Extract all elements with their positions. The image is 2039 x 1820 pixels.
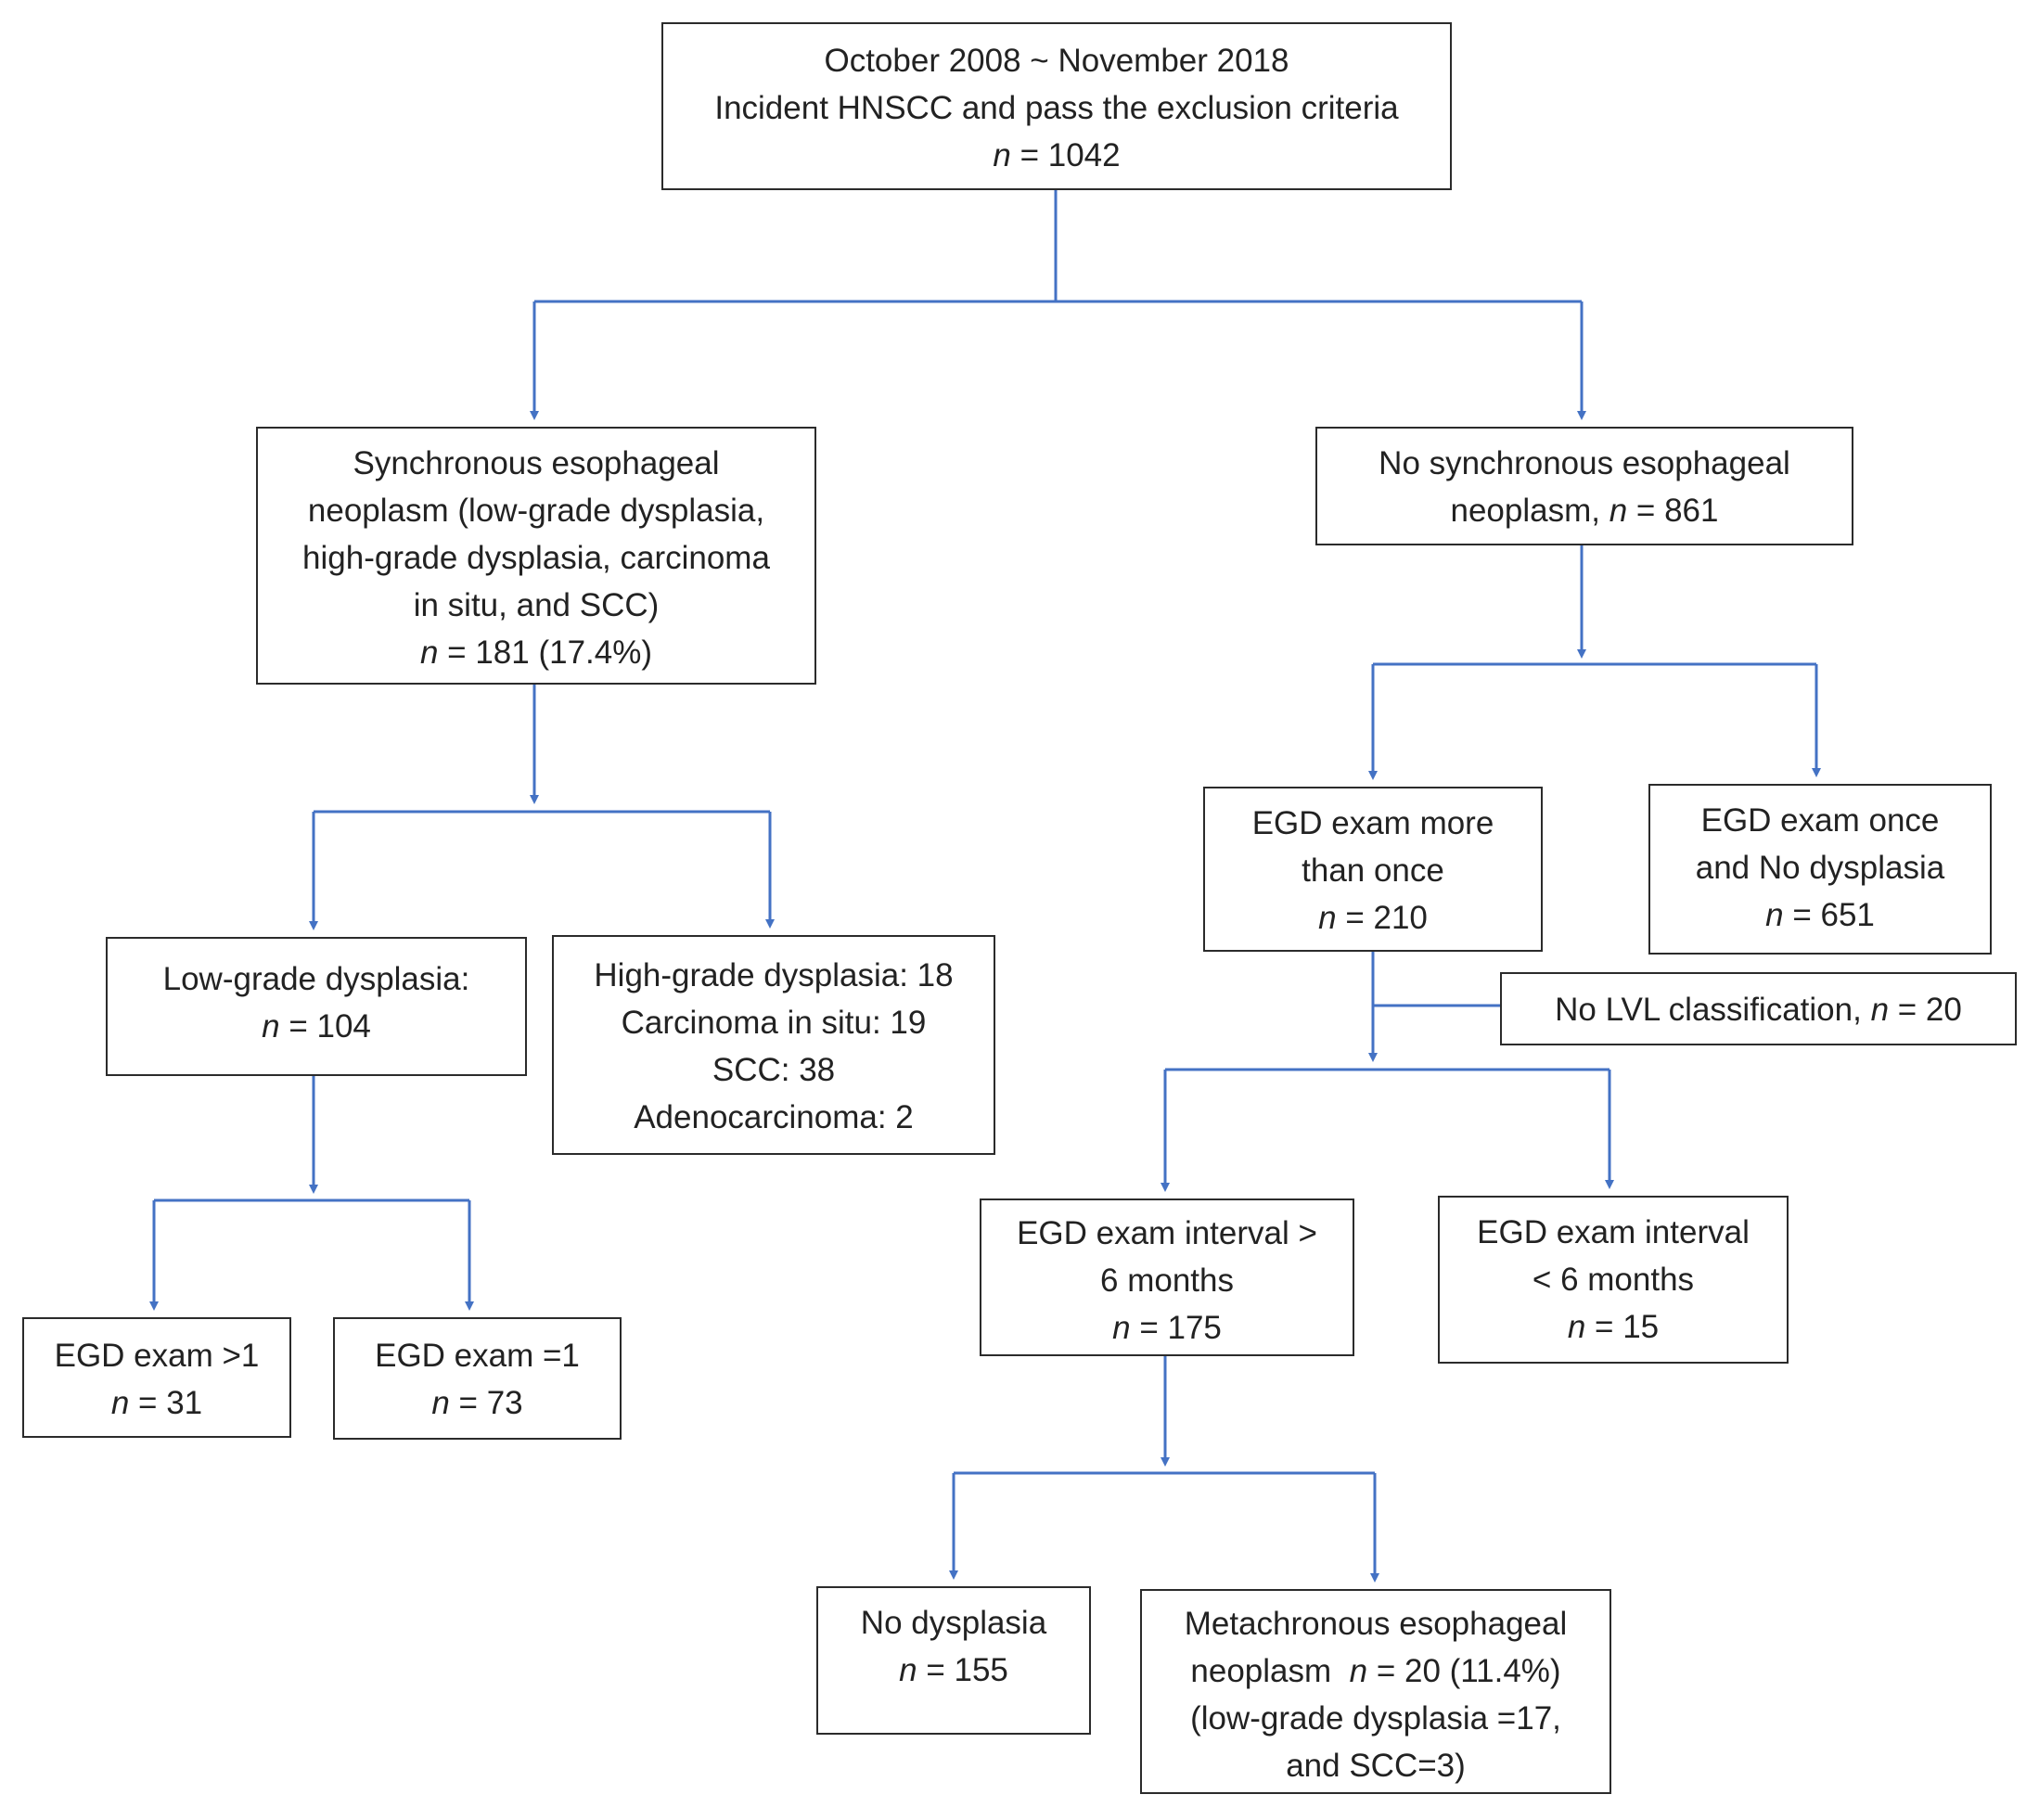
n-symbol: n	[1567, 1309, 1586, 1345]
metachronous-line-4: and SCC=3)	[1286, 1748, 1466, 1784]
nolvl-n-value: = 20	[1897, 992, 1962, 1028]
egd-eq1-line-2: n = 73	[335, 1379, 620, 1427]
interval-gt6-n-value: = 175	[1139, 1310, 1222, 1346]
egd-once-n-value: = 651	[1792, 897, 1875, 933]
n-symbol: n	[1112, 1310, 1131, 1346]
box-no-lvl-classification: No LVL classification, n = 20	[1500, 972, 2017, 1045]
root-line-2: Incident HNSCC and pass the exclusion cr…	[714, 90, 1399, 126]
n-symbol: n	[1349, 1653, 1368, 1689]
n-symbol: n	[1870, 992, 1890, 1028]
nodysplasia-line-2: n = 155	[818, 1647, 1089, 1694]
sync-line-5: n = 181 (17.4%)	[258, 629, 814, 676]
nodysplasia-line-1: No dysplasia	[860, 1605, 1047, 1641]
box-egd-more-than-once: EGD exam more than once n = 210	[1203, 787, 1543, 952]
nolvl-label: No LVL classification,	[1555, 992, 1862, 1028]
box-egd-once-no-dysplasia: EGD exam once and No dysplasia n = 651	[1648, 784, 1992, 955]
metachronous-n-value: = 20 (11.4%)	[1376, 1653, 1561, 1689]
nolvl-line-1: No LVL classification, n = 20	[1502, 986, 2015, 1033]
lowgrade-line-1: Low-grade dysplasia:	[162, 961, 470, 997]
interval-lt6-line-2: < 6 months	[1532, 1262, 1695, 1298]
nosync-n-value: = 861	[1635, 493, 1719, 529]
egd-gt1-line-2: n = 31	[24, 1379, 289, 1427]
n-symbol: n	[262, 1008, 280, 1045]
highgrade-line-4: Adenocarcinoma: 2	[634, 1099, 914, 1135]
egd-more-line-2: than once	[1302, 852, 1444, 889]
egd-gt1-line-1: EGD exam >1	[54, 1338, 260, 1374]
n-symbol: n	[993, 137, 1011, 173]
box-low-grade-dysplasia: Low-grade dysplasia: n = 104	[106, 937, 527, 1076]
box-egd-exam-gt1: EGD exam >1 n = 31	[22, 1317, 291, 1438]
highgrade-line-2: Carcinoma in situ: 19	[621, 1005, 927, 1041]
box-no-synchronous-neoplasm: No synchronous esophageal neoplasm, n = …	[1315, 427, 1853, 545]
nosync-label: neoplasm,	[1450, 493, 1600, 529]
highgrade-line-1: High-grade dysplasia: 18	[594, 957, 954, 993]
n-symbol: n	[431, 1385, 450, 1421]
sync-n-value: = 181 (17.4%)	[447, 634, 653, 671]
nosync-line-1: No synchronous esophageal	[1379, 445, 1790, 481]
box-no-dysplasia: No dysplasia n = 155	[816, 1586, 1091, 1735]
box-synchronous-neoplasm: Synchronous esophageal neoplasm (low-gra…	[256, 427, 816, 685]
lowgrade-line-2: n = 104	[108, 1003, 525, 1050]
egd-more-line-1: EGD exam more	[1251, 805, 1494, 841]
interval-lt6-n-value: = 15	[1595, 1309, 1660, 1345]
egd-more-line-3: n = 210	[1205, 894, 1541, 942]
box-metachronous-neoplasm: Metachronous esophageal neoplasm n = 20 …	[1140, 1589, 1611, 1794]
box-egd-interval-gt6: EGD exam interval > 6 months n = 175	[980, 1198, 1354, 1356]
root-line-3: n = 1042	[663, 132, 1450, 179]
interval-gt6-line-1: EGD exam interval >	[1017, 1215, 1317, 1251]
metachronous-line-3: (low-grade dysplasia =17,	[1190, 1700, 1561, 1737]
n-symbol: n	[110, 1385, 130, 1421]
n-symbol: n	[1609, 493, 1628, 529]
root-line-1: October 2008 ~ November 2018	[824, 43, 1289, 79]
box-egd-interval-lt6: EGD exam interval < 6 months n = 15	[1438, 1196, 1789, 1364]
egd-once-line-2: and No dysplasia	[1695, 850, 1945, 886]
nosync-line-2: neoplasm, n = 861	[1317, 487, 1852, 534]
n-symbol: n	[419, 634, 439, 671]
metachronous-line-2: neoplasm n = 20 (11.4%)	[1142, 1647, 1609, 1695]
metachronous-label: neoplasm	[1190, 1653, 1332, 1689]
interval-lt6-line-3: n = 15	[1440, 1303, 1787, 1351]
n-symbol: n	[1318, 900, 1337, 936]
egd-eq1-line-1: EGD exam =1	[375, 1338, 580, 1374]
interval-gt6-line-3: n = 175	[981, 1304, 1353, 1352]
box-root: October 2008 ~ November 2018 Incident HN…	[661, 22, 1452, 190]
sync-line-4: in situ, and SCC)	[413, 587, 660, 623]
n-symbol: n	[1765, 897, 1784, 933]
root-n-value: = 1042	[1020, 137, 1121, 173]
box-high-grade-dysplasia: High-grade dysplasia: 18 Carcinoma in si…	[552, 935, 995, 1155]
sync-line-2: neoplasm (low-grade dysplasia,	[307, 493, 765, 529]
n-symbol: n	[899, 1652, 917, 1688]
lowgrade-n-value: = 104	[289, 1008, 371, 1045]
interval-gt6-line-2: 6 months	[1100, 1262, 1234, 1299]
egd-once-line-1: EGD exam once	[1700, 802, 1940, 839]
box-egd-exam-eq1: EGD exam =1 n = 73	[333, 1317, 622, 1440]
egd-gt1-n-value: = 31	[138, 1385, 203, 1421]
egd-once-line-3: n = 651	[1650, 891, 1990, 939]
egd-more-n-value: = 210	[1345, 900, 1428, 936]
egd-eq1-n-value: = 73	[458, 1385, 523, 1421]
metachronous-line-1: Metachronous esophageal	[1184, 1606, 1568, 1642]
sync-line-3: high-grade dysplasia, carcinoma	[302, 540, 770, 576]
nodysplasia-n-value: = 155	[926, 1652, 1008, 1688]
sync-line-1: Synchronous esophageal	[353, 445, 720, 481]
highgrade-line-3: SCC: 38	[712, 1052, 836, 1088]
interval-lt6-line-1: EGD exam interval	[1477, 1214, 1750, 1250]
